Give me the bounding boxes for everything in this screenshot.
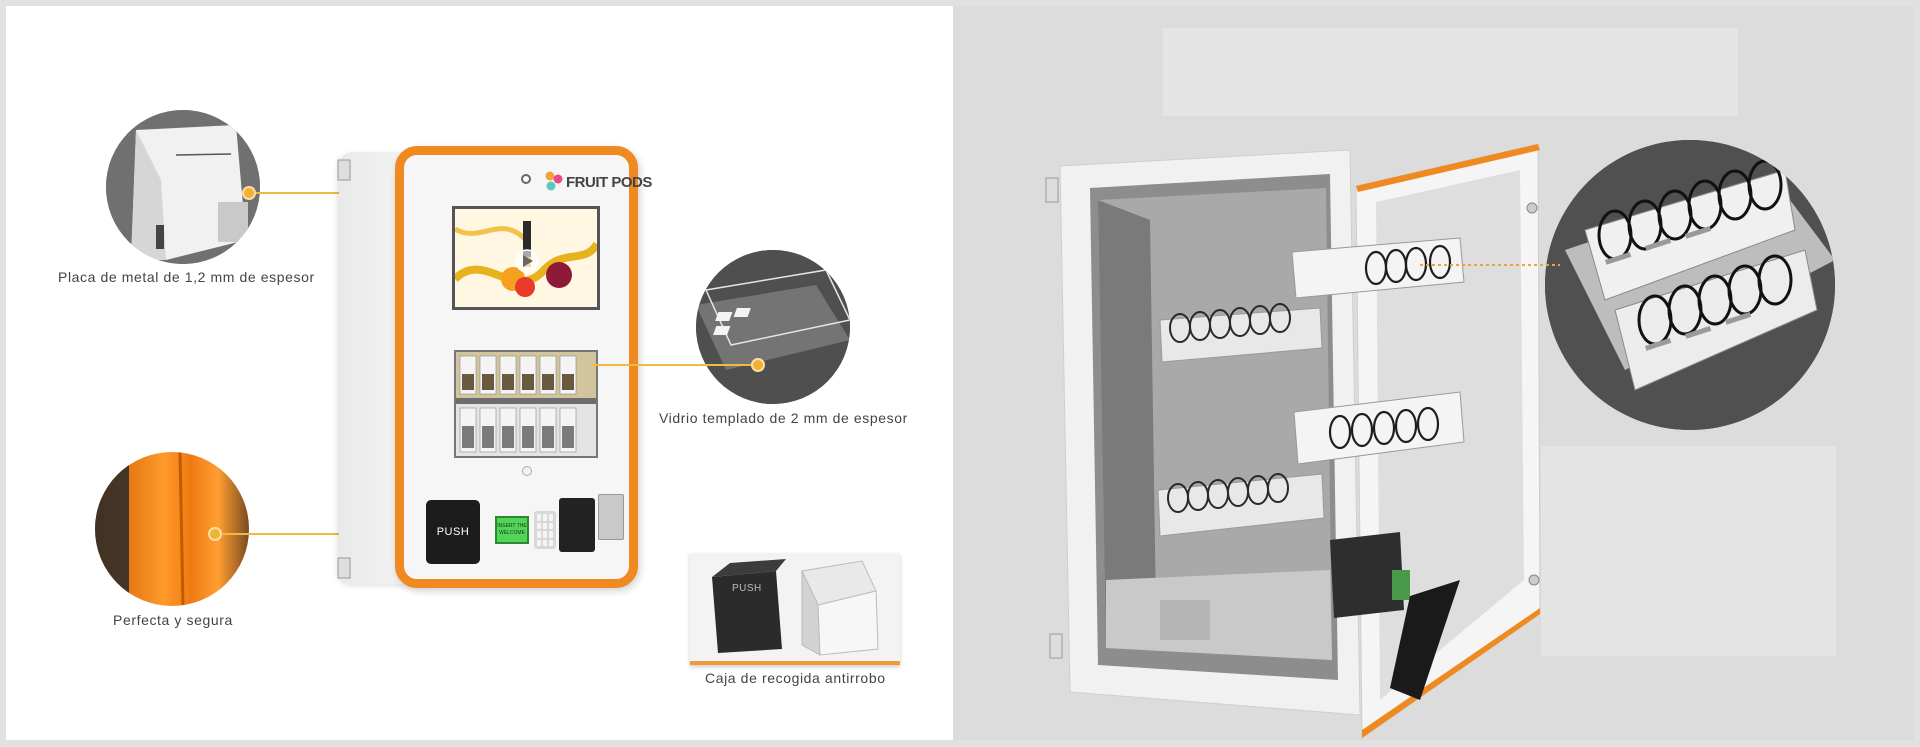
bg-block-right xyxy=(1541,446,1836,656)
glass-image xyxy=(696,250,850,404)
advert-video-thumbnail xyxy=(455,209,597,307)
mounting-brackets xyxy=(337,159,351,579)
push-flap[interactable]: PUSH xyxy=(426,500,480,564)
open-machine-image xyxy=(1045,143,1541,739)
orange-edge-caption: Perfecta y segura xyxy=(113,612,233,628)
glass-closeup xyxy=(696,250,850,404)
metal-plate-closeup xyxy=(106,110,260,264)
glass-caption: Vidrio templado de 2 mm de espesor xyxy=(659,410,908,426)
brand-logo-icon xyxy=(545,171,563,191)
orange-edge-dot xyxy=(208,527,222,541)
spiral-tray-closeup xyxy=(1545,140,1835,430)
glass-dot xyxy=(751,358,765,372)
sensor-icon xyxy=(522,466,532,476)
keypad[interactable] xyxy=(534,511,556,549)
metal-plate-caption: Placa de metal de 1,2 mm de espesor xyxy=(58,269,315,285)
bg-block-top xyxy=(1163,28,1738,116)
product-rows-image xyxy=(456,352,596,456)
metal-plate-image xyxy=(106,110,260,264)
lcd-display: INSERT THE WELCOME xyxy=(495,516,529,544)
orange-edge-closeup xyxy=(95,452,249,606)
lcd-line-1: INSERT THE xyxy=(497,523,527,529)
camera-icon xyxy=(521,174,531,184)
anti-theft-box-image: PUSH xyxy=(690,553,900,665)
box-push-label: PUSH xyxy=(732,583,762,594)
anti-theft-box-caption: Caja de recogida antirrobo xyxy=(705,670,886,686)
lcd-line-2: WELCOME xyxy=(499,530,525,536)
zoom-leader-dotted xyxy=(1420,264,1560,266)
orange-edge-image xyxy=(95,452,249,606)
coin-slot[interactable] xyxy=(598,494,624,540)
brand-name: FRUIT PODS xyxy=(566,174,652,191)
metal-plate-dot xyxy=(242,186,256,200)
product-display-window xyxy=(454,350,598,458)
bill-acceptor[interactable] xyxy=(559,498,595,552)
glass-leader xyxy=(592,364,760,366)
advert-screen xyxy=(452,206,600,310)
spiral-tray-image xyxy=(1545,140,1835,430)
orange-edge-leader xyxy=(222,533,406,535)
